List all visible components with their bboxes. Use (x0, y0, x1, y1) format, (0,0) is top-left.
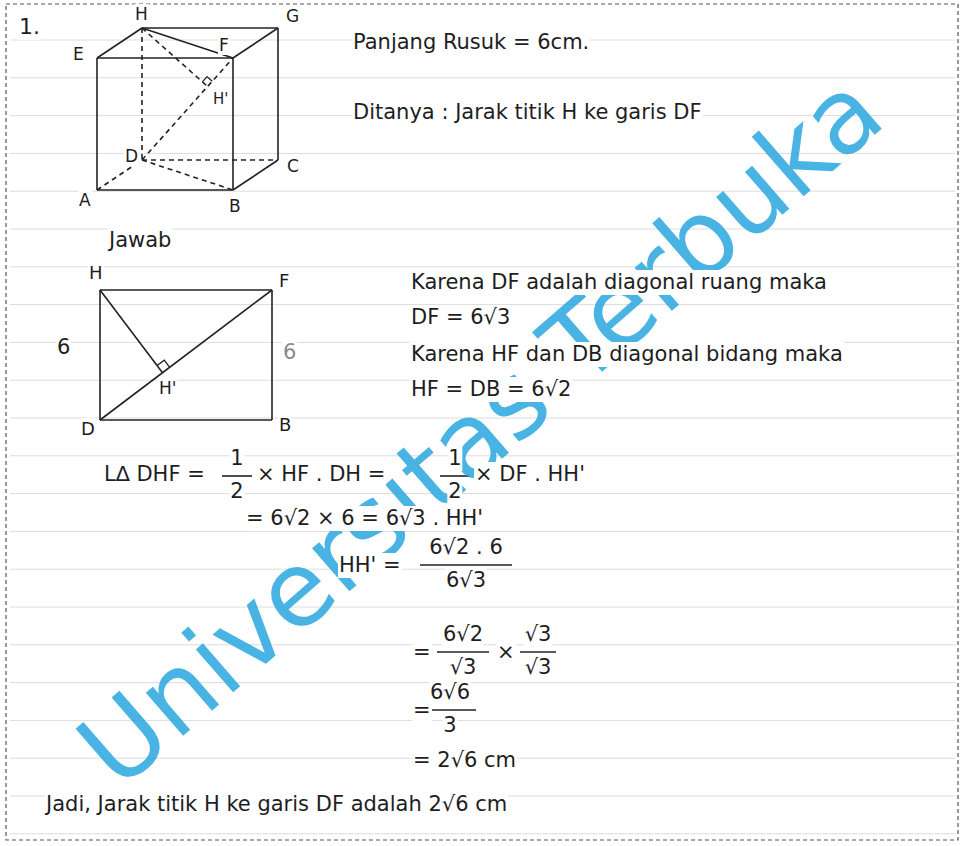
dimension: 6 (56, 335, 71, 360)
edge-line (233, 160, 278, 190)
edge-line (142, 28, 233, 58)
equation-part: L∆ DHF = (103, 462, 206, 487)
edge-line (141, 28, 143, 160)
fraction-part: 6√3 (445, 568, 487, 593)
vertex-label: D (80, 418, 96, 440)
fraction-part: 2 (229, 479, 244, 504)
vertex-label: H (88, 262, 104, 284)
edge-line (100, 290, 163, 373)
edge-line (142, 28, 208, 87)
edge-line (100, 419, 272, 421)
text-line: DF = 6√3 (410, 305, 511, 330)
rule-line (10, 833, 955, 834)
edge-line (96, 58, 98, 190)
vertex-label: H (134, 4, 149, 24)
edge-line (142, 58, 233, 160)
edge-line (142, 27, 278, 29)
fraction-bar (437, 651, 489, 653)
edge-line (277, 28, 279, 160)
edge-line (100, 289, 272, 291)
fraction-part: 6√2 (442, 622, 484, 647)
vertex-label: B (278, 414, 292, 436)
equation-part: × DF . HH' (474, 462, 586, 487)
fraction-part: 1 (447, 446, 462, 471)
edge-line (97, 28, 142, 58)
heading: Jawab (108, 228, 172, 253)
edge-line (99, 290, 101, 420)
equation-part: × (496, 640, 516, 665)
text-line: Karena DF adalah diagonal ruang maka (410, 270, 828, 295)
section-figure (100, 290, 272, 420)
fraction-bar (420, 564, 512, 566)
fraction-part: 1 (229, 446, 244, 471)
right-angle-mark (202, 77, 212, 82)
vertex-label: D (124, 146, 139, 166)
vertex-label: A (78, 190, 92, 210)
fraction-bar (222, 475, 252, 477)
edge-line (100, 290, 272, 420)
fraction-part: √3 (449, 655, 478, 680)
cube-figure (97, 28, 278, 190)
fraction-part: 6√6 (429, 680, 471, 705)
vertex-label: B (228, 196, 242, 216)
watermark: Universitas Terbuka (61, 56, 900, 804)
problem-number: 1. (18, 14, 41, 40)
fraction-part: 2 (447, 479, 462, 504)
text-line: Karena HF dan DB diagonal bidang maka (410, 342, 844, 367)
vertex-label: F (218, 35, 230, 55)
fraction-part: 3 (442, 713, 457, 738)
edge-line (232, 58, 234, 190)
edge-line (233, 28, 278, 58)
fraction-part: √3 (524, 622, 553, 647)
vertex-label: F (278, 270, 290, 292)
right-angle-mark (157, 360, 170, 367)
vertex-label: E (72, 44, 85, 64)
vertex-label: C (286, 156, 300, 176)
equation-part: = (412, 640, 432, 665)
equation-part: = 2√6 cm (412, 748, 517, 773)
edge-line (142, 160, 233, 190)
edge-line (142, 159, 278, 161)
conclusion: Jadi, Jarak titik H ke garis DF adalah 2… (45, 792, 508, 817)
text-line: Ditanya : Jarak titik H ke garis DF (352, 100, 703, 125)
fraction-part: √3 (524, 655, 553, 680)
rule-line (10, 266, 955, 267)
fraction-bar (425, 709, 476, 711)
vertex-label: G (285, 6, 300, 26)
edge-line (271, 290, 273, 420)
equation-part: × HF . DH = (256, 462, 386, 487)
vertex-label: H' (212, 90, 229, 108)
text-line: Panjang Rusuk = 6cm. (352, 30, 590, 55)
page-border (6, 4, 958, 840)
dimension: 6 (282, 340, 297, 365)
ruled-lines (10, 40, 955, 834)
edge-line (97, 57, 233, 59)
fraction-bar (520, 651, 556, 653)
vertex-label: H' (158, 378, 177, 398)
equation-part: = 6√2 × 6 = 6√3 . HH' (245, 506, 484, 531)
edge-line (97, 189, 233, 191)
rule-line (10, 607, 955, 608)
text-line: HF = DB = 6√2 (410, 377, 572, 402)
fraction-part: 6√2 . 6 (428, 535, 504, 560)
equation-part: HH' = (338, 553, 402, 578)
